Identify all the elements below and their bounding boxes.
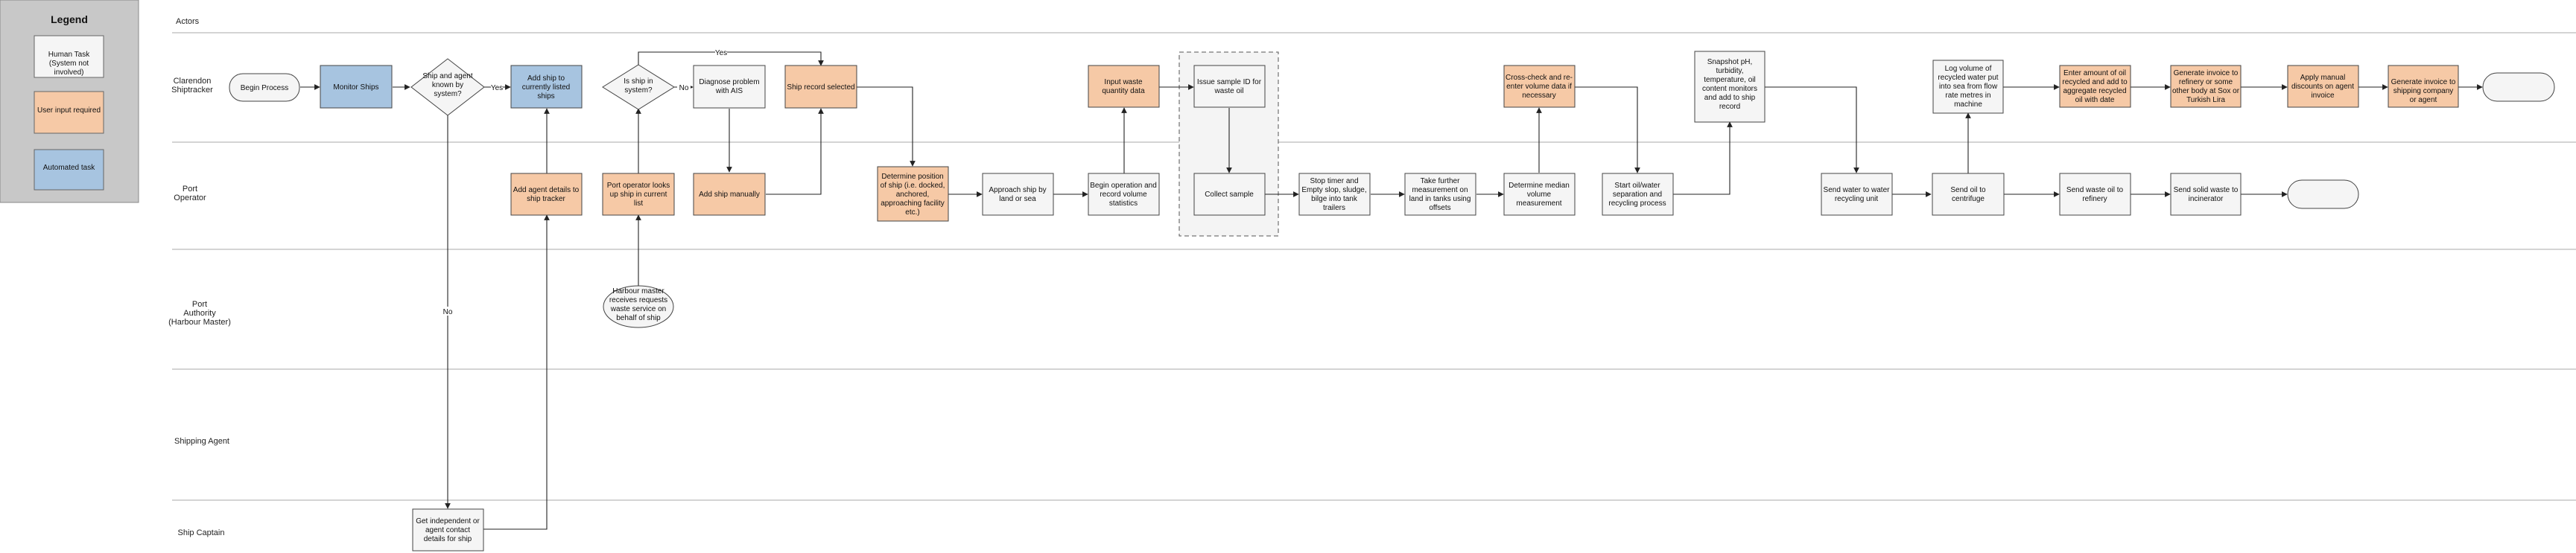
actors-header: Actors: [176, 17, 200, 26]
node-cross-check[interactable]: [1503, 65, 1576, 108]
node-add-manual[interactable]: [693, 173, 766, 216]
node-apply-discounts[interactable]: [2287, 65, 2359, 108]
legend-title: Legend: [51, 13, 88, 25]
node-generate-invoice-ship[interactable]: [2388, 65, 2459, 108]
node-begin-operation[interactable]: [1088, 173, 1160, 216]
node-log-volume[interactable]: [1932, 60, 2004, 114]
node-labels: Begin Process Monitor Ships Ship and age…: [241, 58, 2456, 543]
node-diagnose[interactable]: [693, 65, 766, 109]
node-median[interactable]: [1503, 173, 1576, 216]
node-end-bottom[interactable]: [2287, 179, 2359, 209]
node-issue-sample[interactable]: [1193, 65, 1266, 108]
node-known-decision[interactable]: [410, 58, 485, 116]
legend-label-user-input: User input required: [37, 106, 101, 115]
node-send-solid[interactable]: [2170, 173, 2242, 216]
flow-nodes: [229, 51, 2555, 552]
node-approach[interactable]: [982, 173, 1054, 216]
node-send-waste-oil[interactable]: [2059, 173, 2131, 216]
node-add-listed[interactable]: [510, 65, 583, 109]
label-monitor: Monitor Ships: [333, 83, 378, 92]
flow-edges: [300, 51, 2483, 530]
node-looks-up[interactable]: [602, 173, 675, 216]
edge-label-inport-yes: Yes: [715, 49, 727, 57]
node-agent-details[interactable]: [510, 173, 583, 216]
lane-label-shipping-agent: Shipping Agent: [174, 437, 229, 446]
node-inport-decision[interactable]: [602, 64, 675, 110]
lane-dividers: [172, 32, 2576, 501]
lane-label-ship-captain: Ship Captain: [178, 528, 225, 537]
node-snapshot[interactable]: [1694, 51, 1766, 123]
node-start-separation[interactable]: [1602, 173, 1674, 216]
node-collect-sample[interactable]: [1193, 173, 1266, 216]
node-further-measure[interactable]: [1404, 173, 1476, 216]
legend-label-automated: Automated task: [43, 164, 95, 172]
edge-label-known-yes: Yes: [491, 84, 503, 92]
edge-label-inport-no: No: [679, 84, 689, 92]
legend-swatch-human: [34, 35, 104, 78]
legend-swatch-user-input: [34, 91, 104, 134]
edge-label-known-no: No: [443, 308, 453, 316]
node-begin-process[interactable]: [229, 73, 300, 102]
node-centrifuge[interactable]: [1932, 173, 2005, 216]
node-enter-oil[interactable]: [2059, 65, 2131, 108]
node-send-water[interactable]: [1821, 173, 1893, 216]
legend-swatch-automated: [34, 149, 104, 191]
node-position[interactable]: [877, 166, 949, 222]
node-selected[interactable]: [784, 65, 857, 109]
node-get-agent[interactable]: [412, 508, 484, 552]
node-input-waste[interactable]: [1088, 65, 1160, 108]
label-collect: Collect sample: [1205, 191, 1254, 199]
label-selected: Ship record selected: [787, 83, 854, 92]
node-end-top[interactable]: [2482, 72, 2555, 102]
node-stop-timer[interactable]: [1298, 173, 1371, 216]
label-begin: Begin Process: [241, 84, 288, 92]
node-monitor-ships[interactable]: [320, 65, 393, 109]
node-generate-invoice-refinery[interactable]: [2170, 65, 2242, 108]
node-harbour-master[interactable]: [603, 285, 674, 328]
label-add-manual: Add ship manually: [699, 191, 760, 199]
